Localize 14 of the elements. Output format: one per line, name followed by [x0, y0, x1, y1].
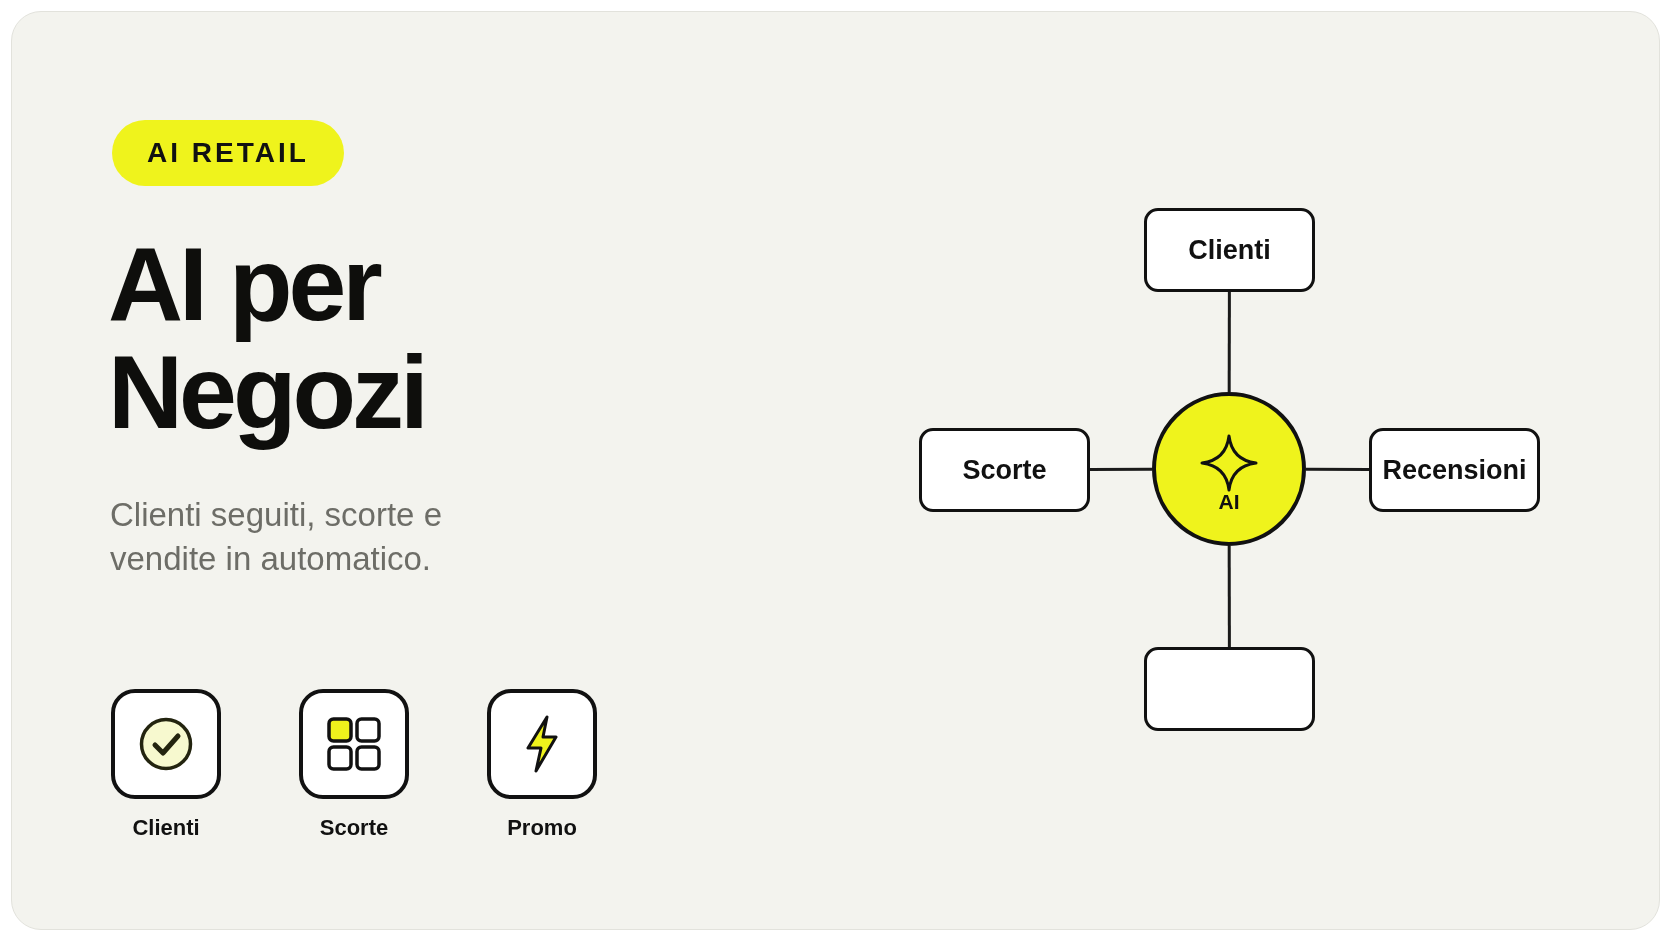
tile-label: Scorte	[319, 815, 389, 841]
tile-label: Promo	[507, 815, 577, 841]
topic-box: Clienti	[1144, 208, 1315, 292]
topic-box: Recensioni	[1369, 428, 1540, 512]
connector-line	[1227, 292, 1231, 392]
connector-line	[1227, 546, 1231, 647]
empty-box	[1144, 647, 1315, 731]
connector-line	[1090, 467, 1152, 472]
connector-line	[1306, 467, 1369, 472]
topic-box: Scorte	[919, 428, 1090, 512]
tile-label: Clienti	[132, 815, 200, 841]
hub-label: AI	[1218, 490, 1240, 514]
tag-pill: AI RETAIL	[112, 120, 344, 186]
subtitle: Clienti seguiti, scorte e vendite in automatico.	[110, 495, 443, 579]
